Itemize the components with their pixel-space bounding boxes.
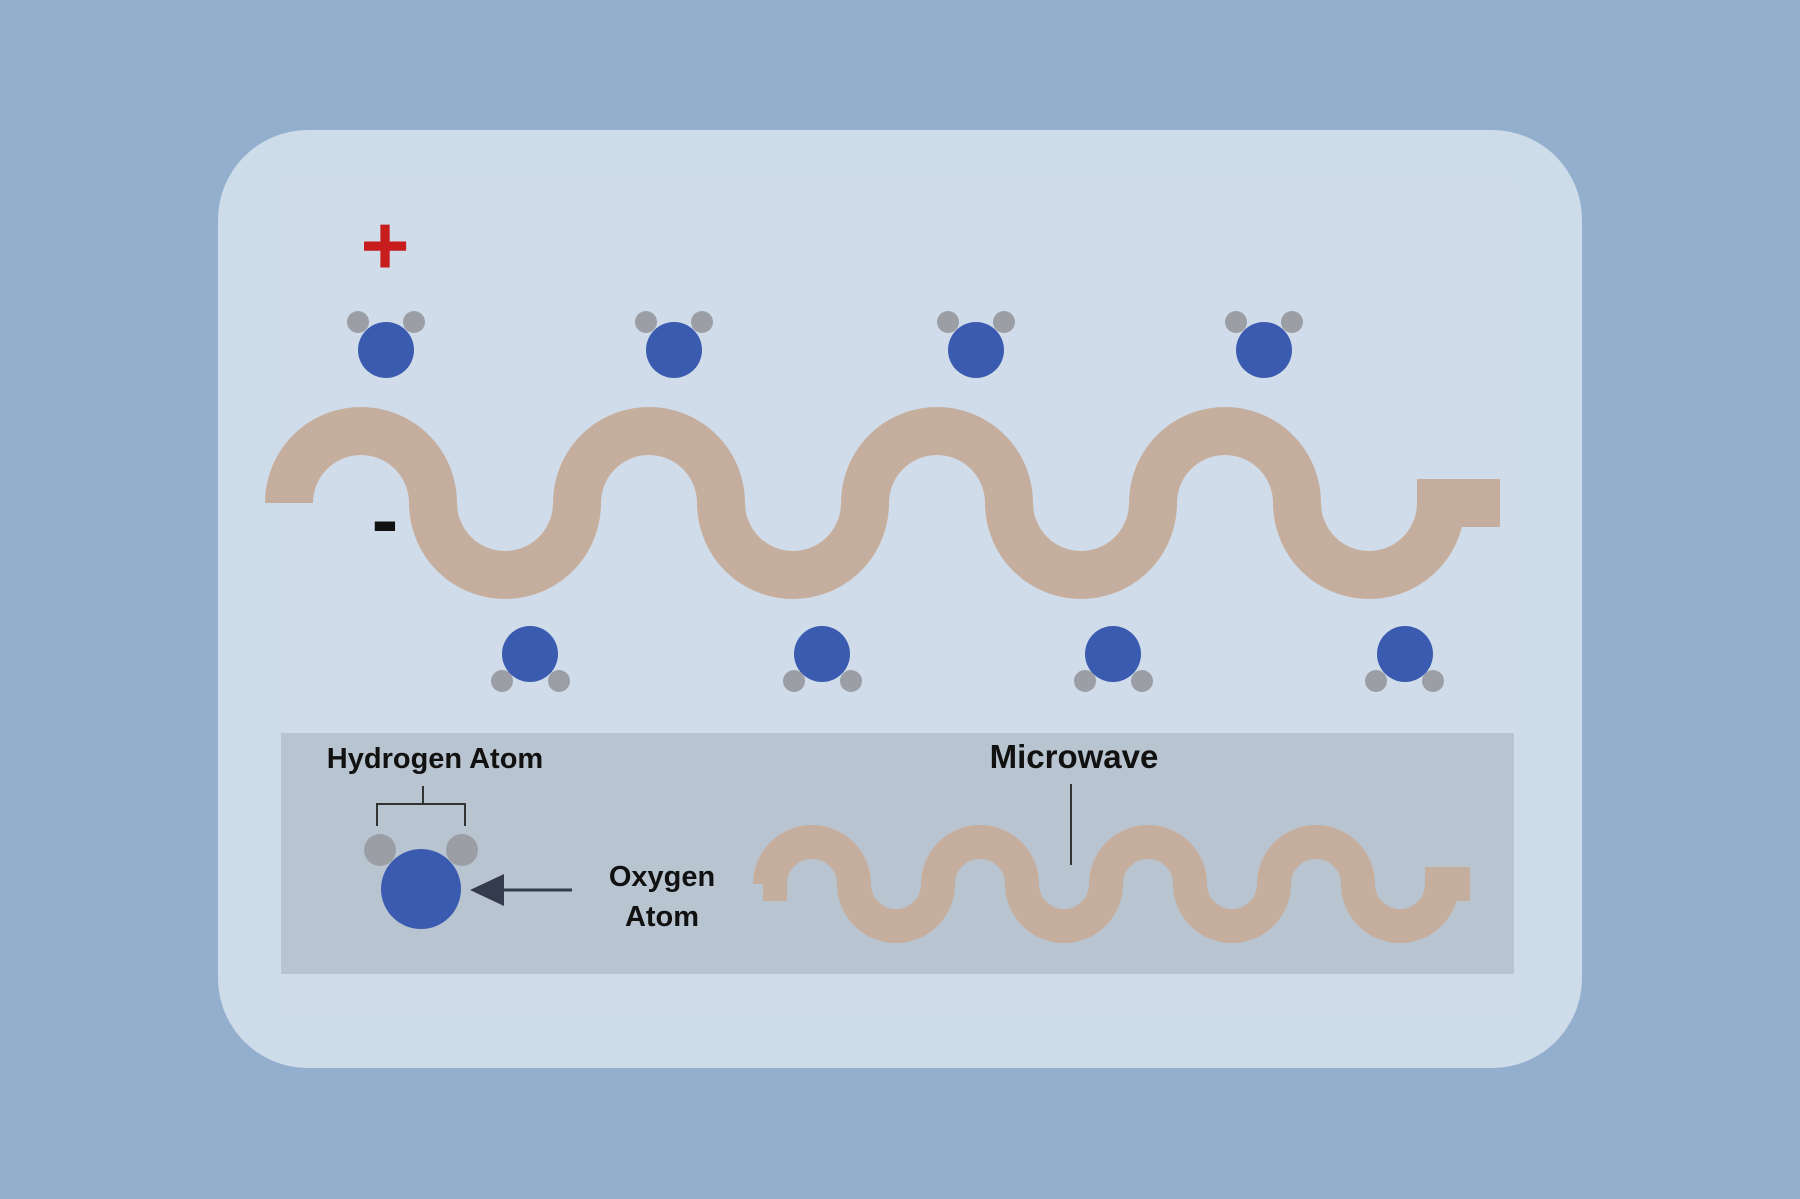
water-molecule-bottom-3	[1074, 626, 1153, 692]
hydrogen-atom	[840, 670, 862, 692]
hydrogen-atom-label: Hydrogen Atom	[327, 743, 543, 775]
positive-charge-sign: +	[360, 198, 409, 292]
hydrogen-atom	[1074, 670, 1096, 692]
legend-microwave-wave	[753, 825, 1470, 943]
water-molecule-bottom-4	[1365, 626, 1444, 692]
water-molecule-bottom-1	[491, 626, 570, 692]
hydrogen-atom	[347, 311, 369, 333]
hydrogen-atom	[1365, 670, 1387, 692]
oxygen-atom-label-line1: Oxygen	[609, 861, 715, 893]
main-wave	[265, 407, 1500, 599]
hydrogen-atom	[1225, 311, 1247, 333]
hydrogen-atom	[491, 670, 513, 692]
oxygen-atom	[358, 322, 414, 378]
hydrogen-atom	[691, 311, 713, 333]
hydrogen-atom	[1422, 670, 1444, 692]
water-molecule-top-3	[937, 311, 1015, 378]
hydrogen-atom	[937, 311, 959, 333]
hydrogen-bracket	[376, 786, 466, 826]
legend-hydrogen-atom-right	[446, 834, 478, 866]
hydrogen-atom	[783, 670, 805, 692]
oxygen-atom	[794, 626, 850, 682]
oxygen-atom	[1236, 322, 1292, 378]
oxygen-atom	[1085, 626, 1141, 682]
hydrogen-atom	[1131, 670, 1153, 692]
negative-charge-sign: -	[372, 475, 399, 564]
hydrogen-atom	[1281, 311, 1303, 333]
hydrogen-atom	[403, 311, 425, 333]
oxygen-atom	[646, 322, 702, 378]
hydrogen-atom	[635, 311, 657, 333]
water-molecule-top-4	[1225, 311, 1303, 378]
legend-oxygen-atom	[381, 849, 461, 929]
hydrogen-atom	[548, 670, 570, 692]
microwave-label: Microwave	[990, 738, 1159, 775]
water-molecule-bottom-2	[783, 626, 862, 692]
oxygen-atom	[1377, 626, 1433, 682]
water-molecule-top-2	[635, 311, 713, 378]
oxygen-atom	[502, 626, 558, 682]
oxygen-atom-label-line2: Atom	[625, 901, 699, 933]
oxygen-atom	[948, 322, 1004, 378]
hydrogen-atom	[993, 311, 1015, 333]
arrow-head-icon	[470, 874, 504, 906]
water-molecule-top-1	[347, 311, 425, 378]
legend-hydrogen-atom-left	[364, 834, 396, 866]
